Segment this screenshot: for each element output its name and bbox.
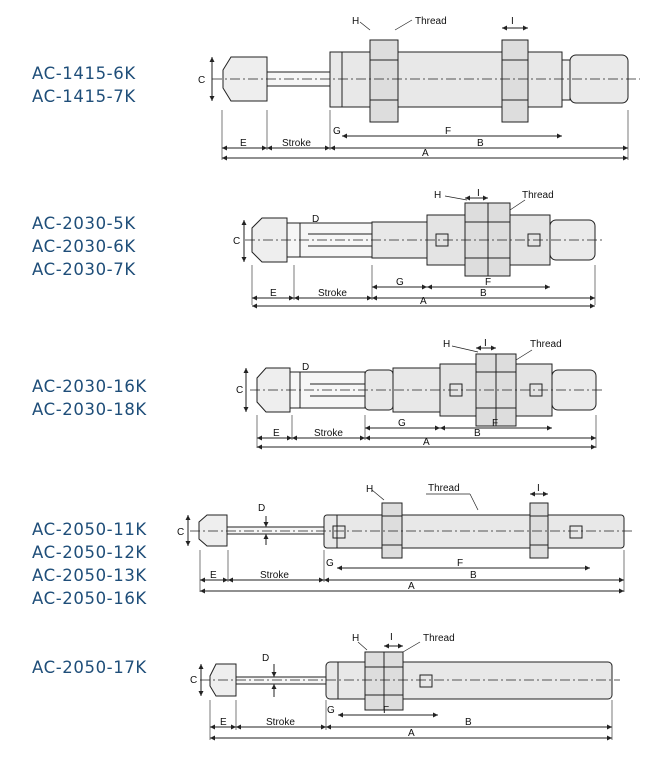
label-c: C — [236, 385, 243, 396]
model-list-row-3: AC-2030-16K AC-2030-18K — [32, 375, 147, 421]
label-e: E — [273, 428, 280, 439]
label-stroke: Stroke — [314, 428, 343, 439]
label-i: I — [484, 338, 487, 349]
model-name: AC-2050-11K — [32, 520, 147, 539]
hex-nut — [501, 39, 529, 123]
label-d: D — [262, 653, 269, 664]
label-b: B — [465, 717, 472, 728]
label-i: I — [537, 483, 540, 494]
label-e: E — [220, 717, 227, 728]
label-h: H — [352, 16, 359, 27]
label-thread: Thread — [522, 190, 554, 201]
model-list-row-1: AC-1415-6K AC-1415-7K — [32, 62, 136, 108]
label-h: H — [352, 633, 359, 644]
label-d: D — [302, 362, 309, 373]
labels-row-1: H Thread I C E Stroke G F B A — [198, 16, 514, 159]
label-a: A — [422, 148, 429, 159]
label-d: D — [312, 214, 319, 225]
model-name: AC-2030-18K — [32, 400, 147, 419]
labels-row-2: H I Thread C D E Stroke G F B A — [233, 188, 554, 307]
model-name: AC-1415-6K — [32, 64, 136, 83]
model-name: AC-1415-7K — [32, 87, 136, 106]
model-list-row-5: AC-2050-17K — [32, 656, 147, 679]
labels-row-4: H Thread I C D E Stroke G F B A — [177, 483, 540, 592]
label-f: F — [457, 558, 463, 569]
label-h: H — [366, 484, 373, 495]
label-b: B — [480, 288, 487, 299]
label-b: B — [474, 428, 481, 439]
label-thread: Thread — [415, 16, 447, 27]
label-g: G — [327, 705, 335, 716]
model-name: AC-2050-13K — [32, 566, 147, 585]
model-name: AC-2050-16K — [32, 589, 147, 608]
drawing-ac-2050 — [185, 489, 632, 594]
labels-row-5: H I Thread C D E Stroke G F B A — [190, 632, 472, 739]
label-f: F — [445, 126, 451, 137]
labels-row-3: H I Thread C D E Stroke G F B A — [236, 338, 562, 448]
drawing-ac-2030-long — [243, 345, 605, 450]
label-a: A — [423, 437, 430, 448]
label-h: H — [443, 339, 450, 350]
model-name: AC-2030-7K — [32, 260, 136, 279]
label-h: H — [434, 190, 441, 201]
label-thread: Thread — [530, 339, 562, 350]
label-e: E — [240, 138, 247, 149]
label-e: E — [210, 570, 217, 581]
label-a: A — [420, 296, 427, 307]
drawing-ac-1415 — [209, 19, 640, 161]
label-thread: Thread — [428, 483, 460, 494]
label-thread: Thread — [423, 633, 455, 644]
label-b: B — [477, 138, 484, 149]
label-f: F — [485, 277, 491, 288]
label-stroke: Stroke — [260, 570, 289, 581]
model-name: AC-2030-16K — [32, 377, 147, 396]
label-g: G — [326, 558, 334, 569]
model-name: AC-2050-12K — [32, 543, 147, 562]
label-c: C — [190, 675, 197, 686]
drawing-ac-2030-short — [241, 195, 605, 309]
label-stroke: Stroke — [318, 288, 347, 299]
label-c: C — [233, 236, 240, 247]
model-name: AC-2050-17K — [32, 658, 147, 677]
drawing-ac-2050-17k — [198, 641, 620, 741]
label-a: A — [408, 728, 415, 739]
label-f: F — [383, 705, 389, 716]
label-i: I — [477, 188, 480, 199]
label-stroke: Stroke — [282, 138, 311, 149]
label-c: C — [198, 75, 205, 86]
label-f: F — [492, 418, 498, 429]
label-i: I — [511, 16, 514, 27]
model-name: AC-2030-6K — [32, 237, 136, 256]
label-a: A — [408, 581, 415, 592]
label-e: E — [270, 288, 277, 299]
label-stroke: Stroke — [266, 717, 295, 728]
label-c: C — [177, 527, 184, 538]
label-b: B — [470, 570, 477, 581]
label-g: G — [333, 126, 341, 137]
label-g: G — [396, 277, 404, 288]
hex-nut — [369, 39, 399, 123]
label-g: G — [398, 418, 406, 429]
model-list-row-4: AC-2050-11K AC-2050-12K AC-2050-13K AC-2… — [32, 518, 147, 610]
model-list-row-2: AC-2030-5K AC-2030-6K AC-2030-7K — [32, 212, 136, 281]
label-i: I — [390, 632, 393, 643]
model-name: AC-2030-5K — [32, 214, 136, 233]
label-d: D — [258, 503, 265, 514]
